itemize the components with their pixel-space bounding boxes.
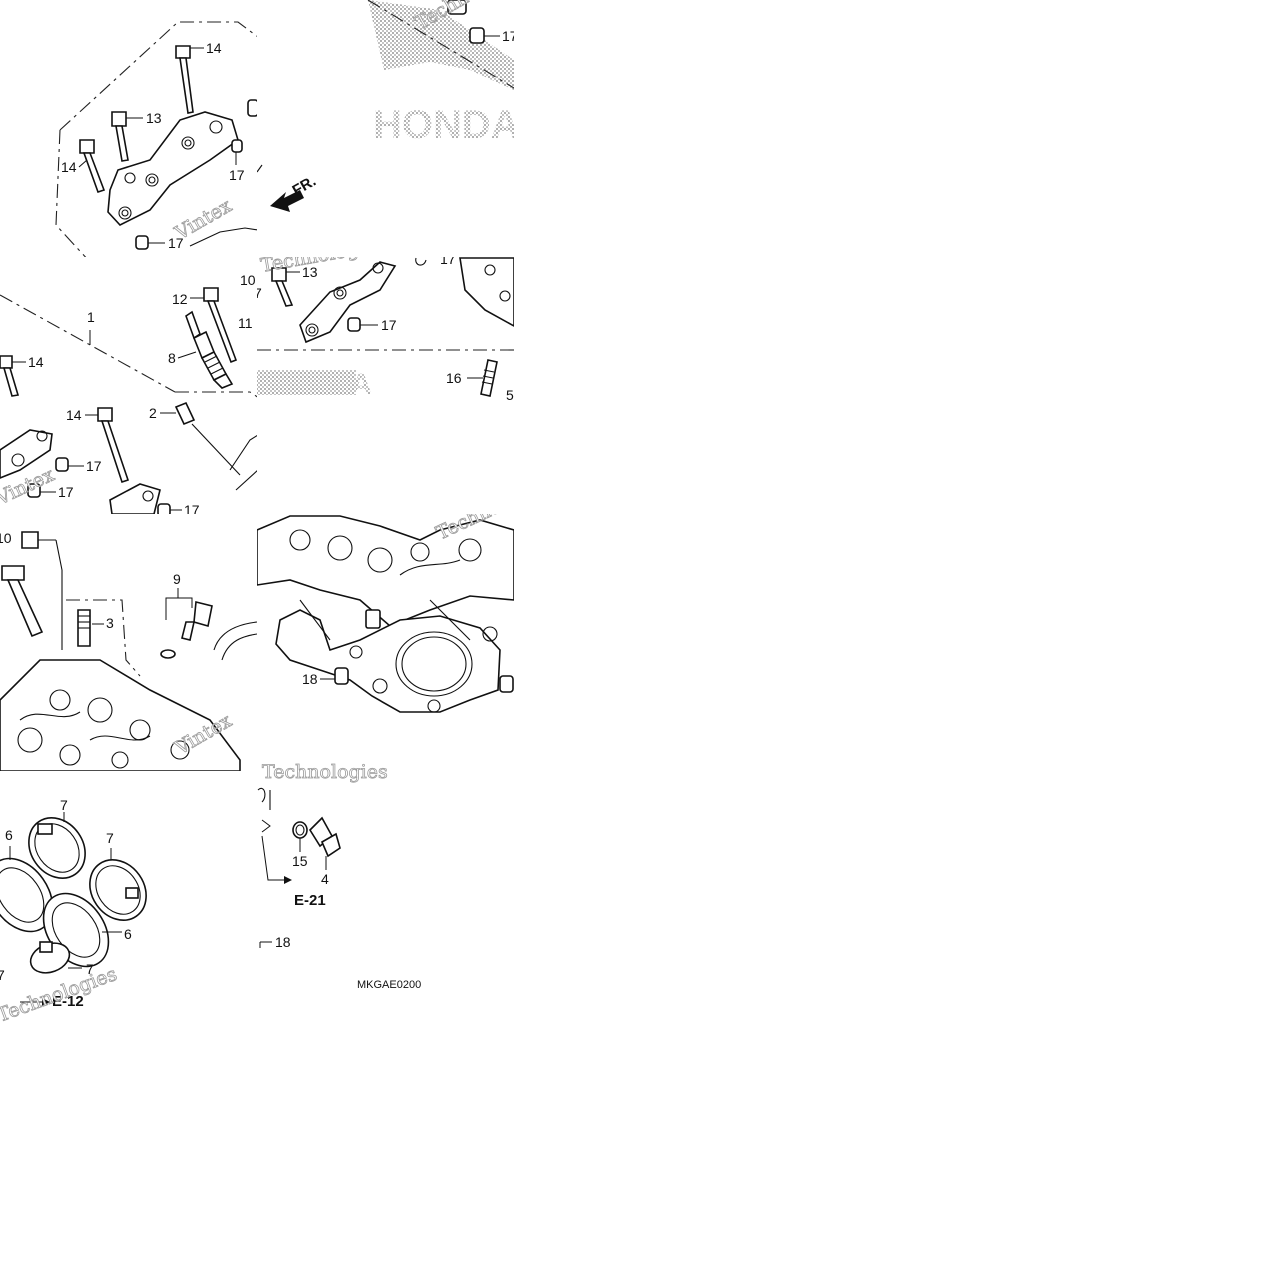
tile-drain-bolt: E-21 15 4 18 Technologies: [257, 761, 388, 950]
watermark-text: Technologies: [259, 233, 387, 277]
callout-17: 17: [229, 167, 245, 183]
bolt-13: [111, 111, 129, 162]
callout-12: 12: [172, 291, 188, 307]
callout-8: 8: [168, 350, 176, 366]
arrow-right-icon: [20, 998, 50, 1006]
bolt-14-left: [79, 139, 106, 194]
callout-13: 13: [302, 264, 318, 280]
callout-5: 5: [506, 387, 514, 403]
callout-16: 16: [446, 370, 462, 386]
tile-front-cam-holder: HONDA 13 17 7 17 16 5 Technologies: [254, 233, 514, 403]
callout-7: 7: [60, 797, 68, 813]
watermark-text: Technologies: [262, 761, 388, 783]
temperature-sensor: [160, 600, 213, 659]
callout-14: 14: [61, 159, 77, 175]
callout-17: 17: [502, 28, 518, 44]
reference-e21: E-21: [294, 892, 326, 909]
callout-18: 18: [302, 671, 318, 687]
callout-2: 2: [149, 405, 157, 421]
callout-6: 6: [124, 926, 132, 942]
callout-14: 14: [28, 354, 44, 370]
callout-7: 7: [106, 830, 114, 846]
diagram-code: MKGAE0200: [357, 979, 421, 991]
callout-17: 17: [440, 251, 456, 267]
bolt-14-top: [175, 45, 194, 114]
callout-18: 18: [275, 934, 291, 950]
callout-11: 11: [238, 315, 253, 331]
tile-head-gasket: 18 Technologies: [257, 514, 514, 713]
callout-14: 14: [66, 407, 82, 423]
arrow-right-icon: [284, 876, 292, 884]
callout-6: 6: [5, 827, 13, 843]
callout-17: 17: [381, 317, 397, 333]
callout-3: 3: [106, 615, 114, 631]
callout-14: 14: [206, 40, 222, 56]
callout-10: 10: [0, 530, 12, 546]
honda-logo-fragment: HONDA: [262, 368, 372, 401]
tile-cylinder-head: 3 9 10 Vintex: [0, 530, 257, 771]
honda-logo: HONDA: [373, 103, 520, 147]
tile-cam-holder-rear: 14 13 14 17 17 Vintex: [55, 21, 257, 257]
callout-1: 1: [87, 309, 95, 325]
watermark-text: Technologies: [0, 963, 120, 1027]
callout-17: 17: [58, 484, 74, 500]
callout-7: 7: [254, 285, 262, 301]
watermark-text: Vintex: [171, 194, 236, 244]
callout-17: 17: [168, 235, 184, 251]
front-arrow-icon: [270, 190, 304, 212]
tile-logo-front-arrow: HONDA 17 FR. Technologies: [257, 0, 520, 212]
callout-10: 10: [240, 272, 256, 288]
callout-15: 15: [292, 853, 308, 869]
spark-plug: [185, 310, 234, 389]
callout-17: 17: [86, 458, 102, 474]
callout-4: 4: [321, 871, 329, 887]
callout-7: 7: [0, 967, 5, 983]
callout-7: 7: [86, 961, 94, 977]
callout-9: 9: [173, 571, 181, 587]
tile-spark-plug-area: 1 12 11 10 8 2 14 14 17 17 17 Vintex: [0, 272, 257, 518]
callout-13: 13: [146, 110, 162, 126]
callout-17: 17: [184, 502, 200, 518]
tile-intake-insulators: 7 6 7 6 7 7 E-12 Technologies: [0, 797, 147, 1027]
reference-e12: E-12: [52, 993, 84, 1010]
